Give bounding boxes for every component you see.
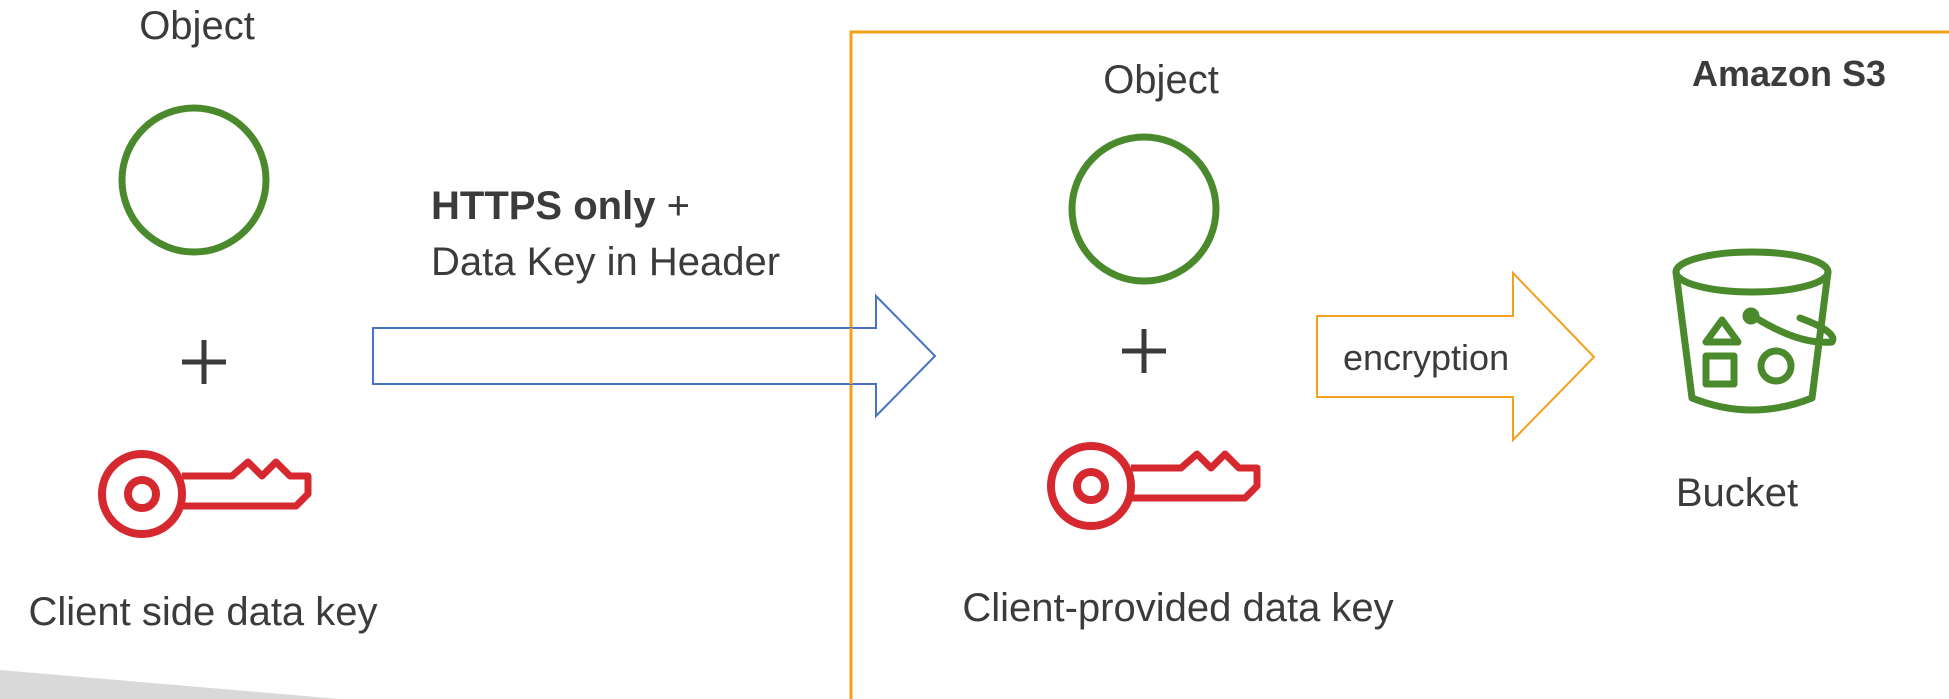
https-plus-label: + [666, 184, 690, 228]
plus-icon [182, 340, 226, 384]
data-key-in-header-label: Data Key in Header [431, 240, 781, 284]
transfer-arrow-icon [372, 293, 937, 419]
amazon-s3-title: Amazon S3 [1692, 53, 1887, 94]
encryption-arrow-icon [1316, 270, 1596, 443]
encryption-label: encryption [1343, 337, 1510, 378]
bucket-label: Bucket [1675, 471, 1799, 515]
s3-object-icon [1068, 133, 1220, 285]
object-icon [118, 104, 270, 256]
s3-plus-icon [1122, 329, 1166, 373]
s3-key-icon [1047, 442, 1261, 530]
bucket-icon [1672, 248, 1837, 414]
https-only-label: HTTPS only [431, 184, 656, 228]
key-icon [98, 450, 312, 538]
s3-boundary [849, 30, 1949, 699]
object-label: Object [139, 4, 255, 48]
transfer-caption: HTTPS only + Data Key in Header [431, 178, 780, 290]
slide-shadow-decoration [0, 670, 340, 699]
client-provided-data-key-label: Client-provided data key [962, 586, 1394, 630]
s3-object-label: Object [1103, 58, 1219, 102]
client-side-data-key-label: Client side data key [28, 590, 378, 634]
